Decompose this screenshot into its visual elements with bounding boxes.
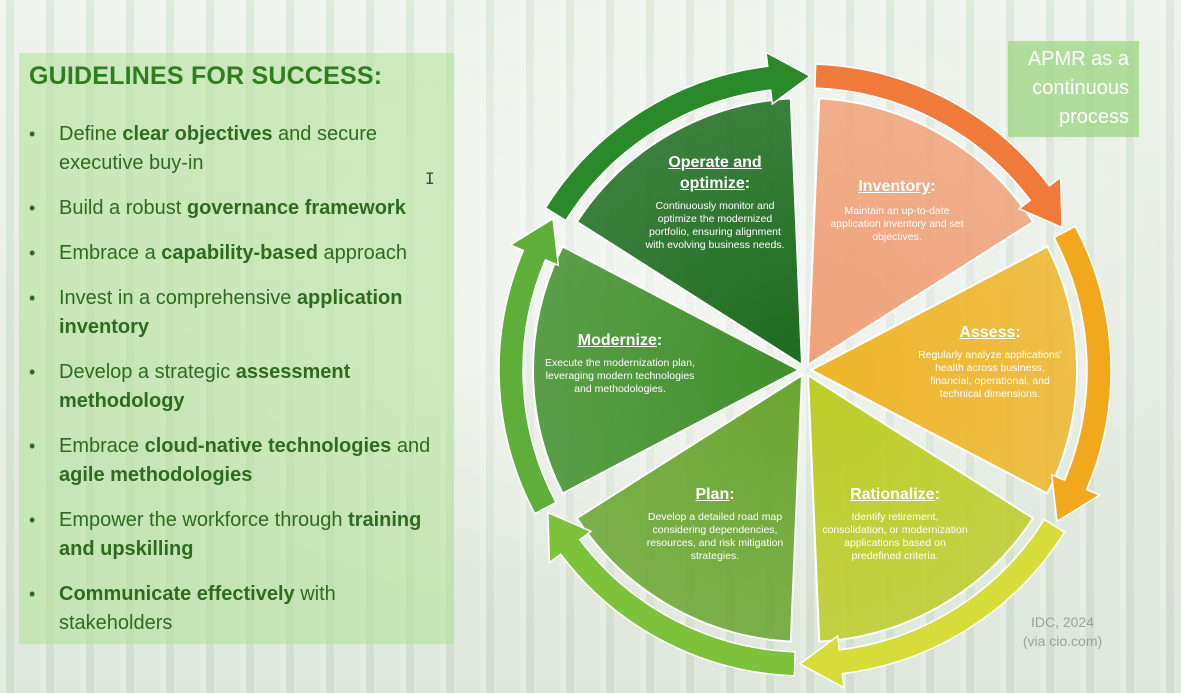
cycle-step-title-text: Modernize: [577, 332, 657, 349]
cycle-arrow-icon: [798, 518, 1066, 689]
cycle-step-description: Maintain an up-to-date application inven…: [830, 205, 964, 243]
source-line-2: (via cio.com): [1022, 633, 1103, 649]
cycle-segment-inventory: [806, 97, 1035, 367]
text-cursor-icon: I: [425, 169, 435, 188]
source-line-1: IDC, 2024: [1030, 614, 1095, 630]
cycle-arrow-icon: [1050, 225, 1112, 523]
guideline-emphasis: clear objectives: [122, 123, 273, 145]
guideline-text: Embrace: [59, 435, 145, 457]
guideline-text: Invest in a comprehensive: [59, 287, 297, 309]
cycle-step-description: Continuously monitor and optimize the mo…: [645, 200, 785, 251]
apmr-callout: APMR as a continuous process: [1008, 41, 1139, 137]
cycle-segment-modernize: [532, 245, 802, 495]
cycle-step-description: Execute the modernization plan, leveragi…: [545, 357, 696, 395]
cycle-step-label: Plan: Develop a detailed road map conside…: [640, 484, 790, 563]
guideline-emphasis: training and upskilling: [59, 509, 422, 560]
cycle-step-title-text: Operate and optimize: [668, 154, 762, 192]
cycle-arrow-icon: [547, 511, 796, 677]
bullet-icon: •: [29, 243, 36, 263]
guideline-item: • Embrace cloud-native technologies and a…: [29, 432, 449, 490]
guideline-item: • Embrace a capability-based approach: [29, 239, 449, 268]
cycle-segment-plan: [575, 373, 804, 643]
guideline-text: Develop a strategic: [59, 361, 236, 383]
cycle-step-label: Inventory: Maintain an up-to-date applica…: [822, 176, 972, 244]
guideline-text: and secure executive buy-in: [59, 123, 377, 174]
guidelines-title: GUIDELINES FOR SUCCESS:: [29, 62, 383, 90]
guideline-emphasis: agile methodologies: [59, 464, 253, 486]
guideline-emphasis: application inventory: [59, 287, 403, 338]
bullet-icon: •: [29, 124, 36, 144]
guidelines-list: • Define clear objectives and secure exec…: [29, 120, 449, 638]
guideline-emphasis: governance framework: [186, 197, 406, 219]
bullet-icon: •: [29, 288, 36, 308]
guideline-item: • Invest in a comprehensive application i…: [29, 284, 449, 342]
cycle-step-label: Operate and optimize: Continuously monito…: [640, 152, 790, 252]
cycle-arrow-icon: [814, 63, 1063, 229]
cycle-step-description: Regularly analyze applications' health a…: [918, 349, 1062, 400]
guideline-text: with stakeholders: [59, 583, 336, 634]
guideline-text: Embrace a: [59, 242, 162, 264]
bullet-icon: •: [29, 436, 36, 456]
guideline-emphasis: assessment methodology: [59, 361, 351, 412]
bullet-icon: •: [29, 584, 36, 604]
guideline-item: • Empower the workforce through training …: [29, 506, 449, 564]
cycle-arrow-icon: [498, 217, 560, 515]
guideline-item: • Build a robust governance framework: [29, 194, 449, 223]
guideline-emphasis: Communicate effectively: [59, 583, 295, 605]
guideline-item: • Communicate effectively with stakeholde…: [29, 580, 449, 638]
cycle-step-description: Identify retirement, consolidation, or m…: [822, 511, 968, 562]
cycle-segment-assess: [808, 245, 1078, 495]
cycle-step-label: Assess: Regularly analyze applications' h…: [915, 322, 1065, 401]
guideline-text: Empower the workforce through: [59, 509, 349, 531]
guideline-text: Build a robust: [59, 197, 187, 219]
guideline-item: • Define clear objectives and secure exec…: [29, 120, 449, 178]
cycle-step-title: Inventory:: [858, 178, 936, 195]
cycle-step-title-text: Plan: [695, 486, 730, 503]
cycle-step-title: Assess:: [959, 324, 1021, 341]
guideline-emphasis: capability-based: [161, 242, 318, 264]
cycle-step-title: Plan:: [695, 486, 735, 503]
cycle-step-description: Develop a detailed road map considering …: [646, 511, 784, 562]
cycle-segment-rationalize: [806, 373, 1035, 643]
guideline-item: • Develop a strategic assessment methodol…: [29, 358, 449, 416]
cycle-step-title: Modernize:: [577, 332, 663, 349]
bullet-icon: •: [29, 510, 36, 530]
guideline-text: and: [391, 435, 431, 457]
cycle-arrow-icon: [544, 51, 812, 222]
source-citation: IDC, 2024 (via cio.com): [1005, 613, 1120, 651]
cycle-step-title-text: Inventory: [858, 178, 931, 195]
cycle-step-label: Modernize: Execute the modernization plan…: [545, 330, 695, 396]
cycle-step-title-text: Assess: [959, 324, 1016, 341]
bullet-icon: •: [29, 362, 36, 382]
cycle-segment-operate-and-optimize: [575, 97, 804, 367]
cycle-step-title: Operate and optimize:: [668, 154, 762, 192]
guideline-text: Define: [59, 123, 123, 145]
cycle-step-title: Rationalize:: [850, 486, 940, 503]
guidelines-panel: [19, 53, 454, 644]
guideline-emphasis: cloud-native technologies: [144, 435, 392, 457]
cycle-step-label: Rationalize: Identify retirement, consoli…: [820, 484, 970, 563]
bullet-icon: •: [29, 198, 36, 218]
apmr-callout-text: APMR as a continuous process: [1027, 48, 1129, 128]
guideline-text: approach: [317, 242, 407, 264]
cycle-step-title-text: Rationalize: [850, 486, 935, 503]
